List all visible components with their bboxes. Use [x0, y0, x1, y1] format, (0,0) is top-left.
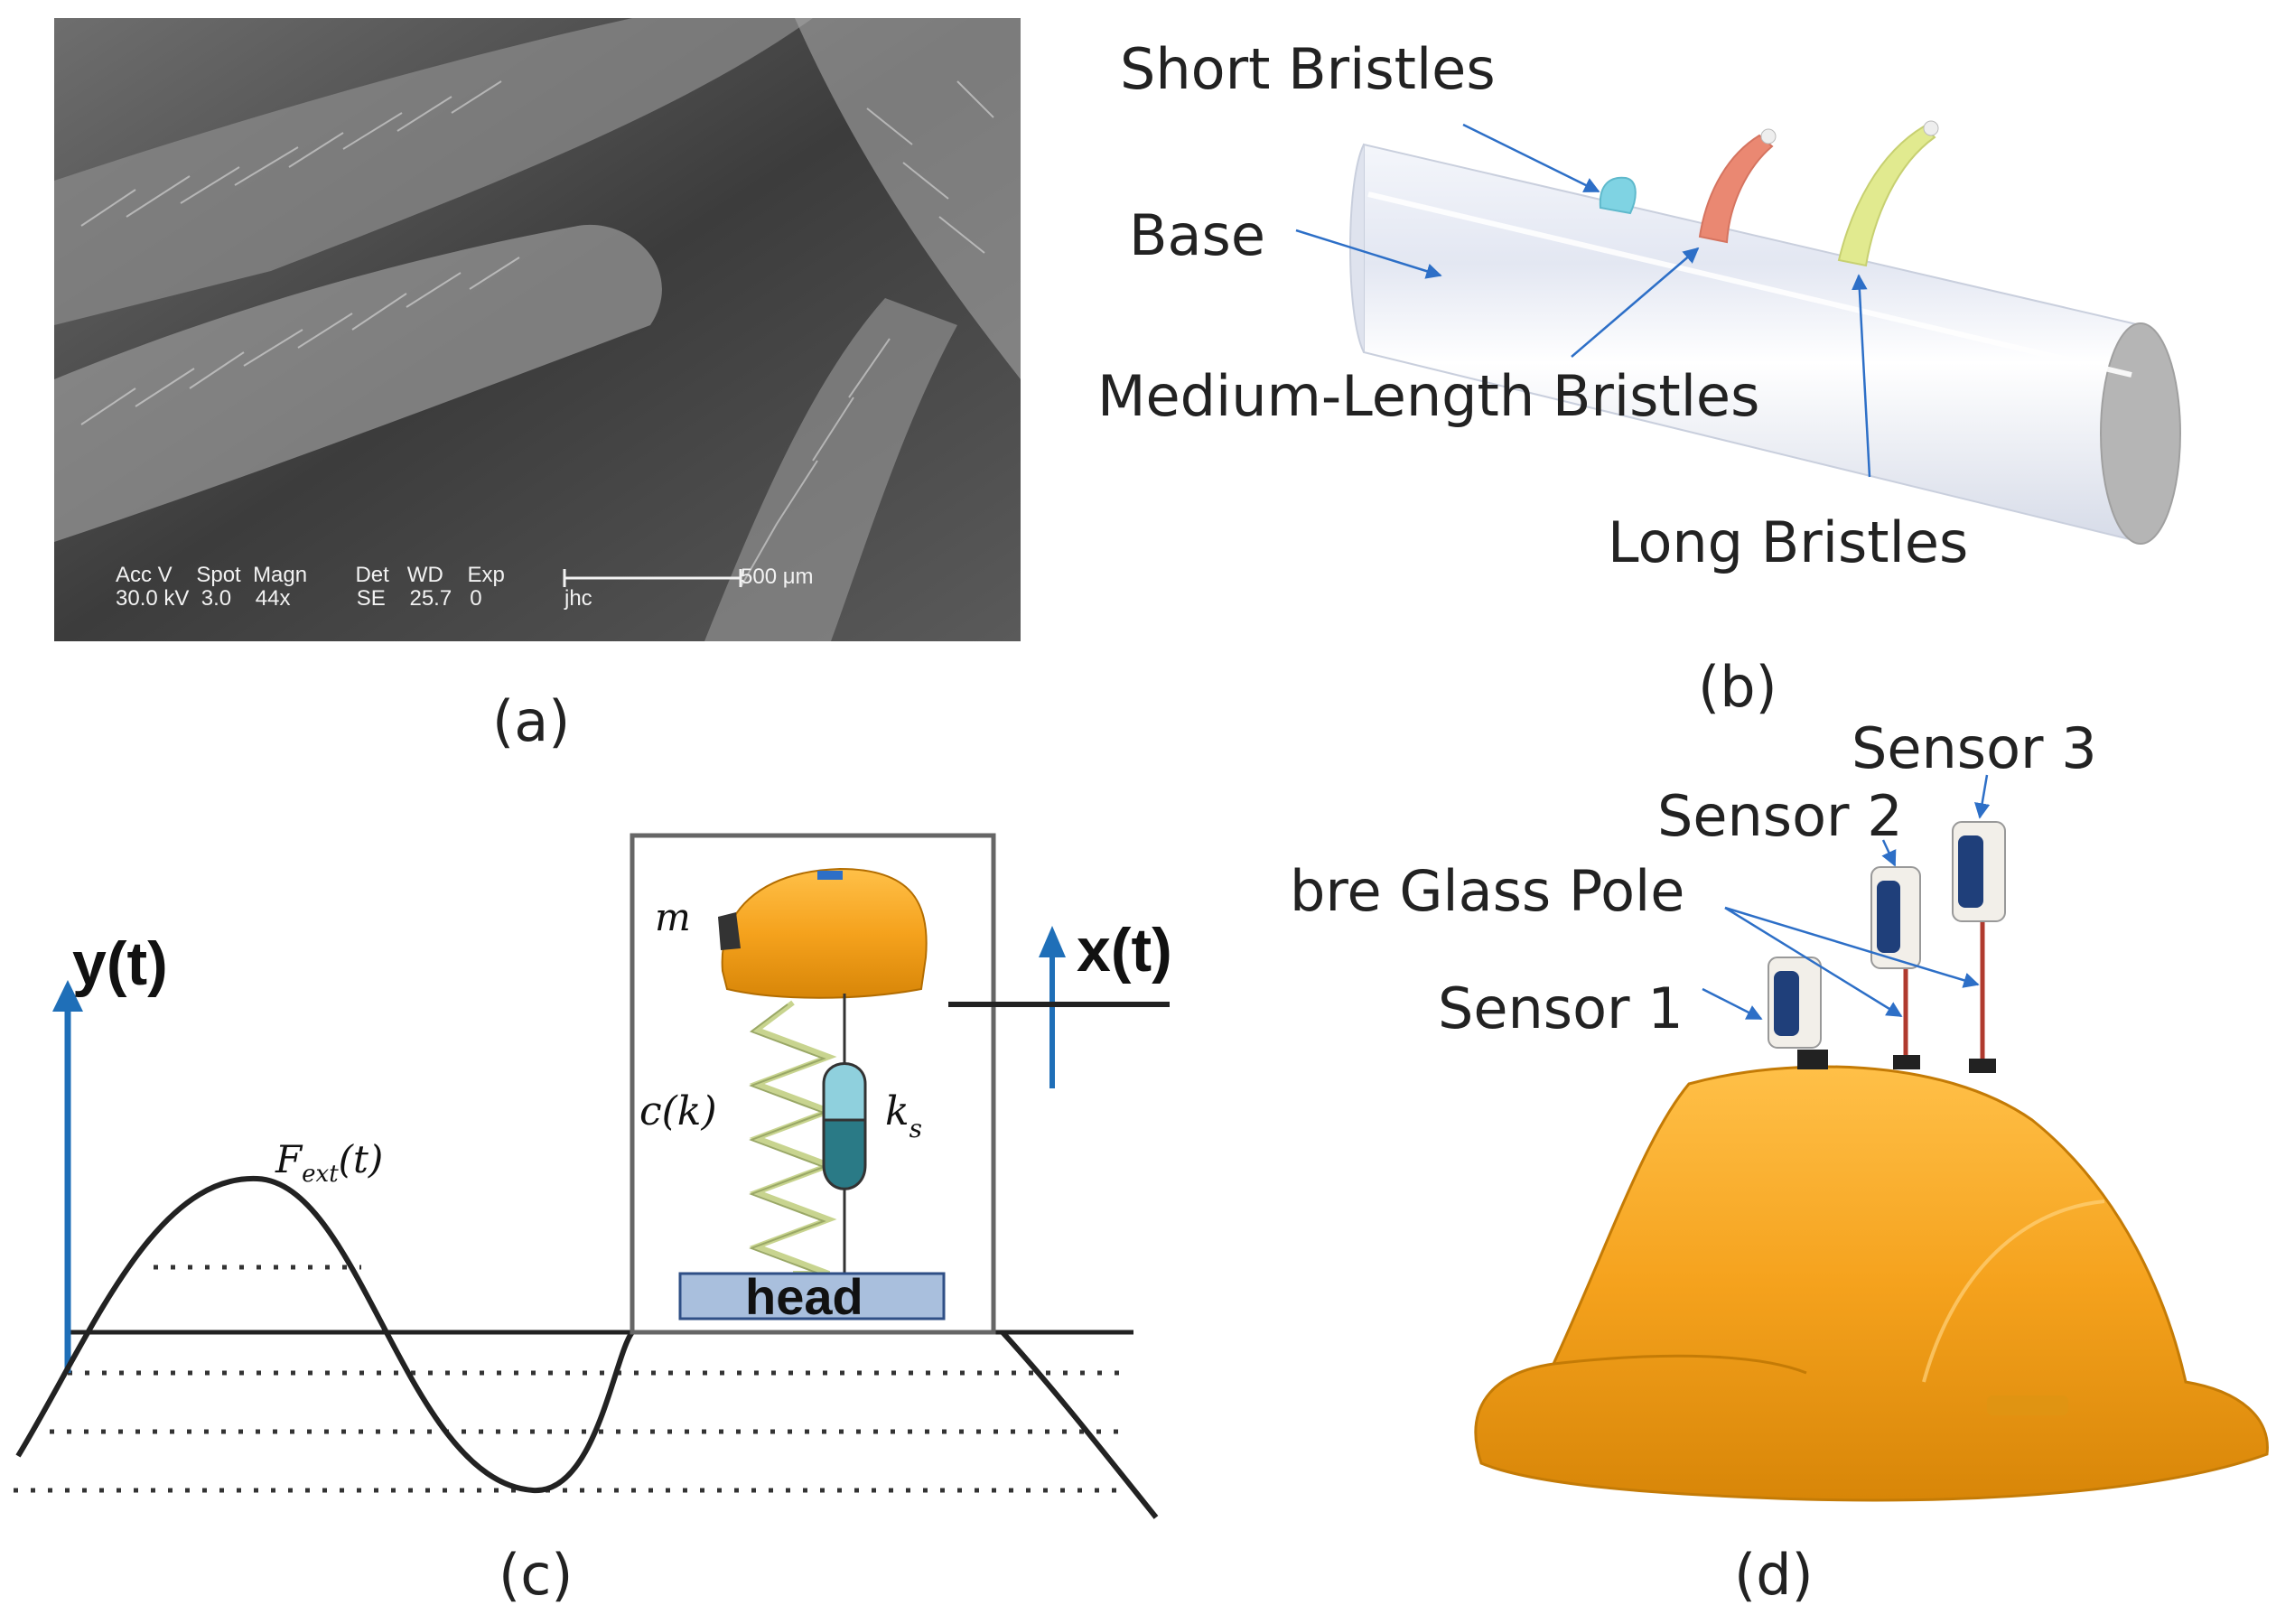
panel-b: Short Bristles Base Medium-Length Bristl… [1097, 36, 2181, 720]
label-sensor-3: Sensor 3 [1852, 715, 2097, 781]
sem-leg-upper [54, 18, 813, 325]
base-rod [1363, 143, 2141, 544]
arrow-sensor1 [1702, 987, 1763, 1021]
panel-d: Sensor 3 Sensor 2 bre Glass Pole Sensor … [1290, 715, 2269, 1608]
sem-body [795, 18, 1021, 379]
arrow-short [1462, 123, 1600, 193]
svg-text:ks: ks [885, 1088, 922, 1143]
rod-end-cap [2100, 322, 2181, 545]
arrow-base [1295, 229, 1442, 279]
sensor-2-device [1870, 866, 1921, 969]
arrow-pole-2 [1724, 906, 1903, 1018]
label-glass-pole: bre Glass Pole [1290, 858, 1684, 924]
label-short-bristles: Short Bristles [1120, 36, 1496, 102]
spring-label-sub: s [909, 1114, 922, 1143]
spring [749, 1000, 837, 1276]
damping-label: c(k) [639, 1088, 717, 1134]
damper-bottom [822, 1118, 867, 1190]
sem-scalebar-label: 500 μm [741, 565, 814, 589]
damper-top [822, 1062, 867, 1122]
y-axis-label: y(t) [72, 929, 168, 998]
mass-helmet [718, 867, 928, 999]
sensor-1-device [1768, 957, 1822, 1049]
head-label: head [745, 1268, 863, 1325]
label-sensor-1: Sensor 1 [1438, 975, 1684, 1041]
model-box [630, 833, 996, 1335]
mass-label: m [655, 895, 691, 939]
arrow-medium [1571, 247, 1700, 358]
sem-operator: jhc [564, 586, 592, 611]
force-label-tail: (t) [339, 1137, 384, 1181]
force-label: F [275, 1137, 303, 1181]
panel-c: y(t) Fext(t) m c(k) ks head [14, 833, 1172, 1608]
arrow-sensor2 [1881, 839, 1897, 867]
label-long-bristles: Long Bristles [1608, 509, 1968, 575]
arrow-sensor3 [1974, 774, 1991, 819]
caption-a: (a) [492, 688, 570, 754]
head-block [678, 1272, 946, 1321]
x-axis-arrowhead [1039, 926, 1066, 957]
arrow-pole-3 [1724, 906, 1980, 988]
label-medium-bristles: Medium-Length Bristles [1097, 363, 1759, 429]
caption-c: (c) [499, 1542, 573, 1608]
sem-info-row2: 30.0 kV 3.0 44x SE 25.7 0 [116, 586, 482, 611]
label-base: Base [1129, 202, 1265, 268]
svg-text:Fext(t): Fext(t) [275, 1137, 383, 1188]
helmet-shell [1474, 1065, 2269, 1502]
sem-leg-middle [54, 224, 662, 542]
dotted-levels [14, 1265, 1129, 1493]
sensor-3-device [1952, 821, 2006, 922]
sem-leg-lower [704, 298, 957, 641]
arrow-long [1852, 274, 1871, 478]
medium-bristle [1698, 134, 1774, 244]
sem-hair-texture [80, 80, 994, 588]
short-bristle [1599, 176, 1637, 215]
sem-info-row1: Acc V Spot Magn Det WD Exp [116, 563, 505, 587]
caption-d: (d) [1734, 1542, 1814, 1608]
excitation-wave [15, 1175, 635, 1494]
panel-a: Acc V Spot Magn Det WD Exp 30.0 kV 3.0 4… [54, 18, 1021, 754]
label-sensor-2: Sensor 2 [1657, 783, 1903, 849]
spring-label: k [885, 1088, 909, 1134]
x-axis-label: x(t) [1077, 916, 1172, 985]
caption-b: (b) [1698, 654, 1777, 720]
y-axis-arrowhead [52, 980, 83, 1012]
long-bristle [1837, 125, 1936, 267]
force-label-sub: ext [302, 1161, 339, 1188]
